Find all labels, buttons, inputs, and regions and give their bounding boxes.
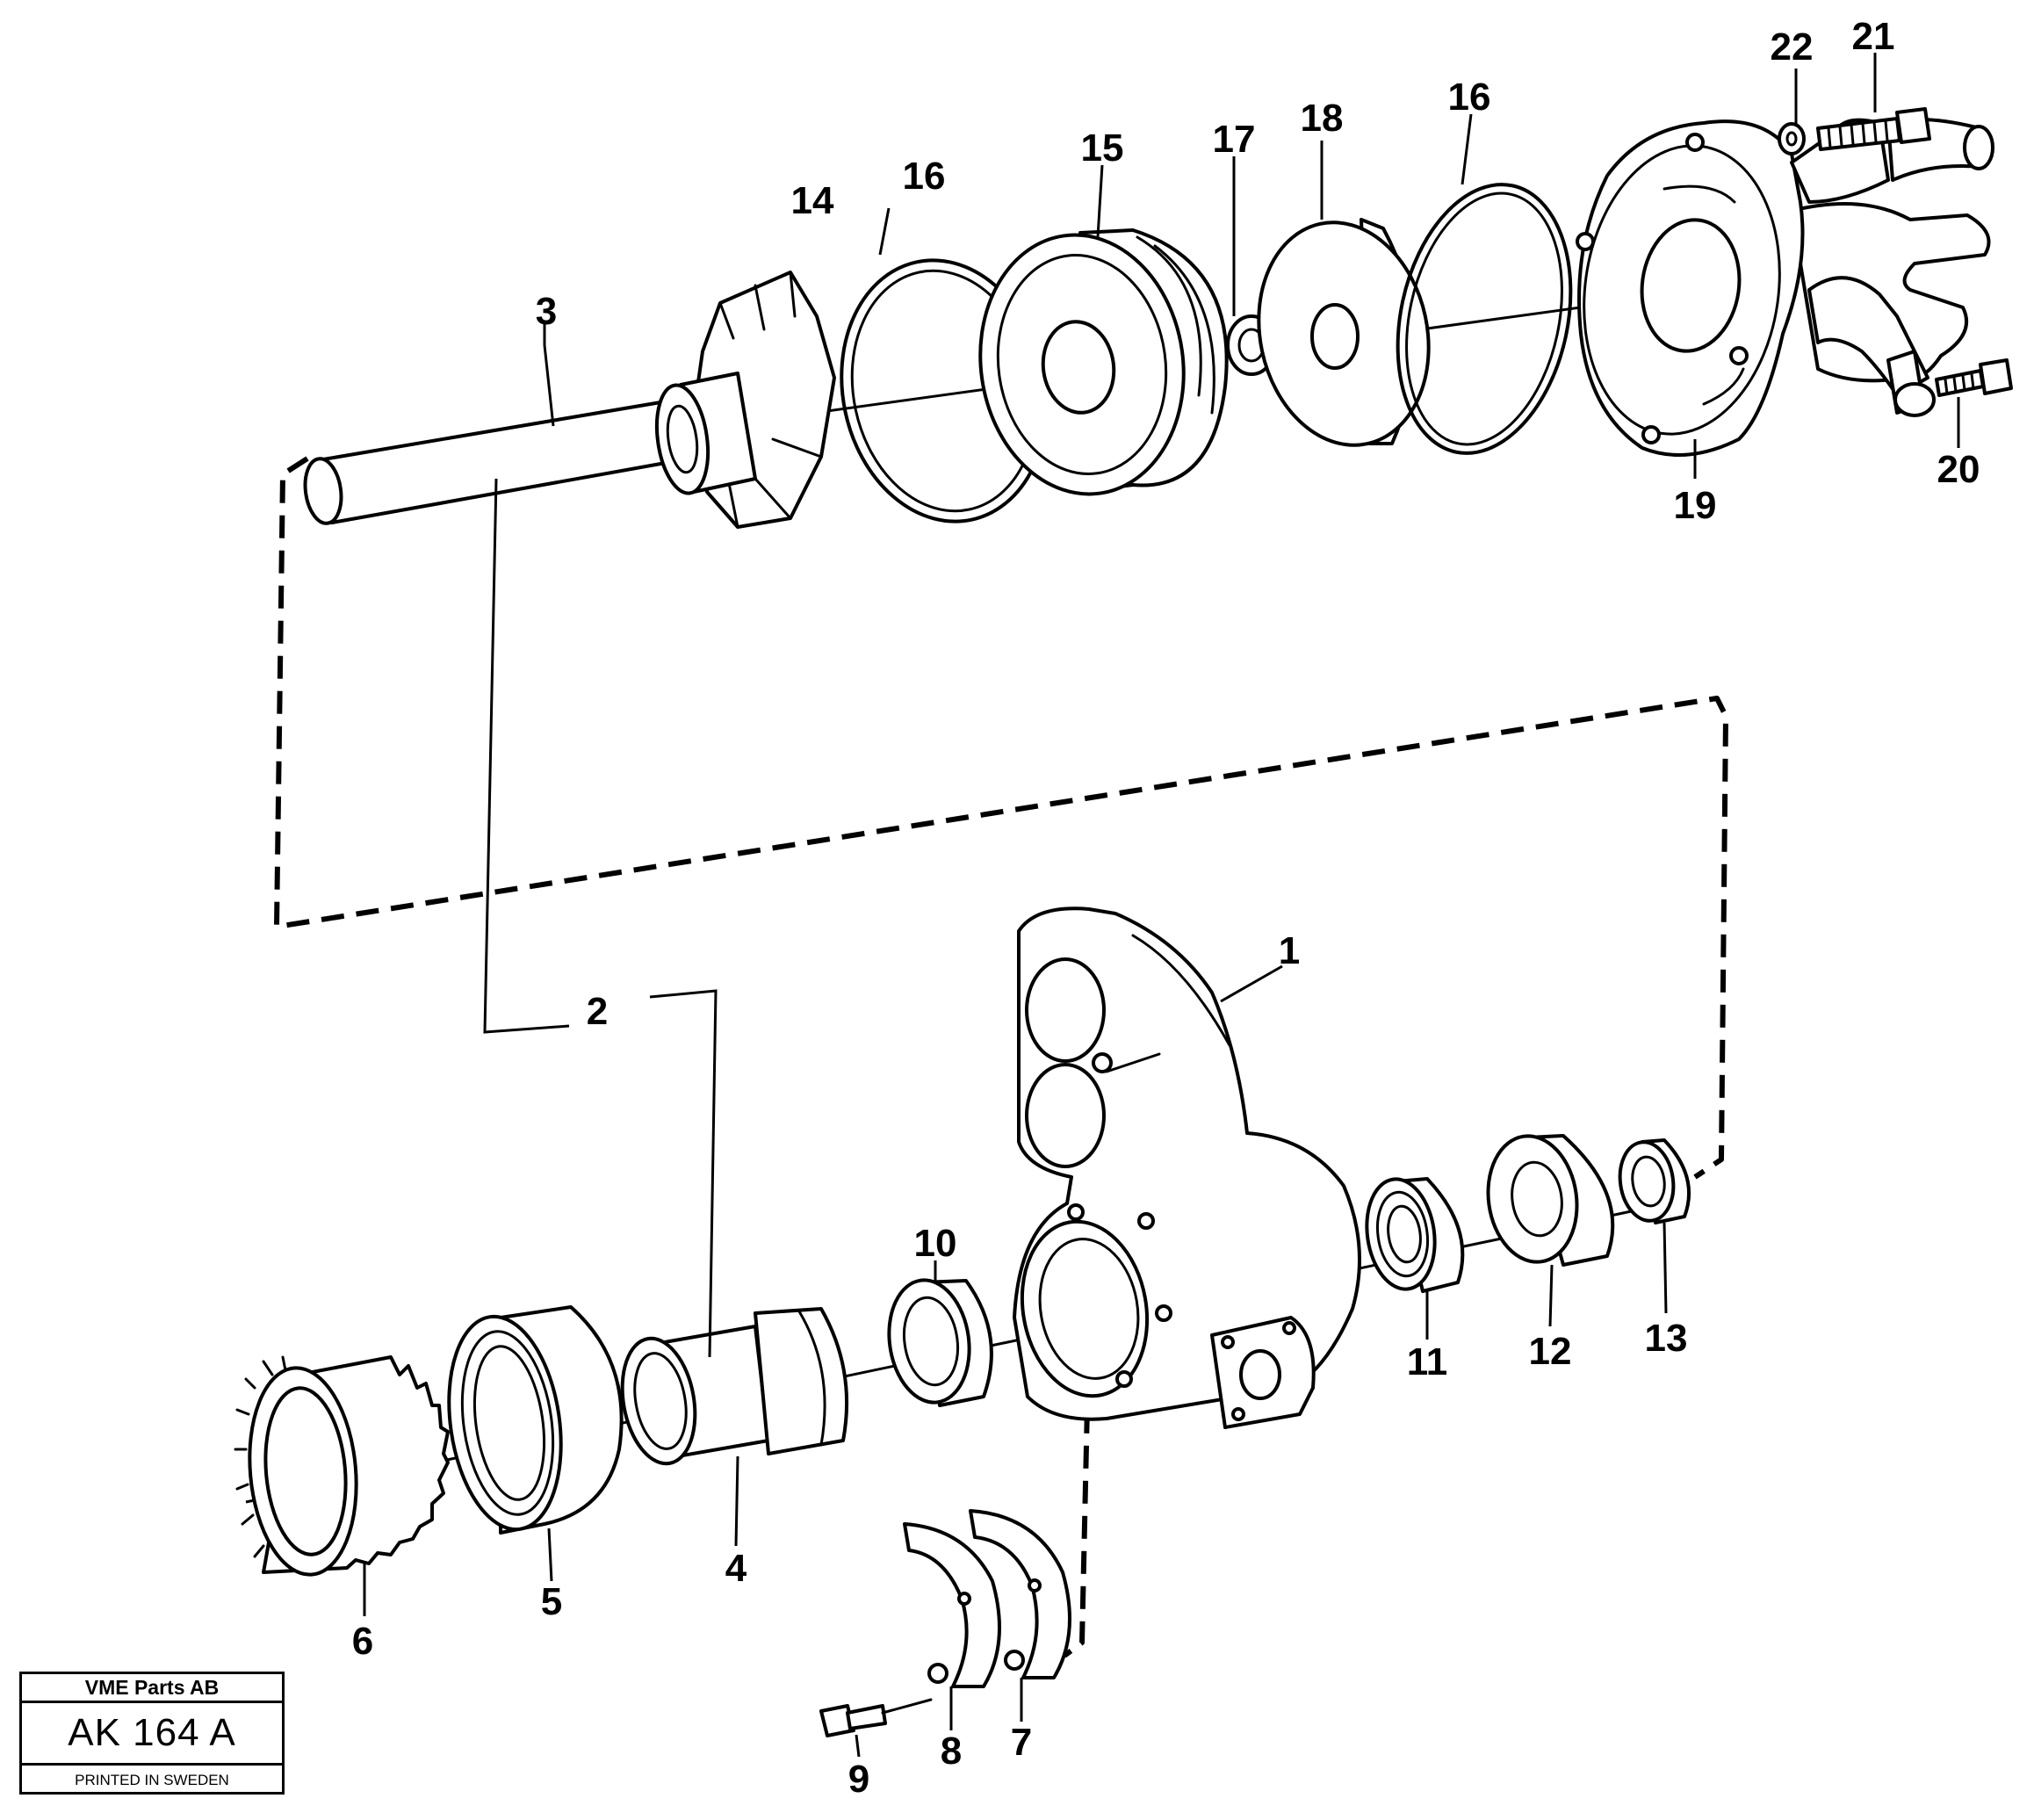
part-9-bolt [819,1698,933,1737]
callout-22: 22 [1771,25,1814,69]
part-7-bracket-half [969,1509,1071,1679]
part-8-bracket-half [903,1522,1001,1688]
dashed-link-left [274,456,1728,1180]
drawing-code: AK 164 A [22,1703,282,1766]
callout-10: 10 [914,1222,957,1265]
part-19-pump-cover [1576,118,1994,457]
leader-lines [363,53,1960,1758]
callout-7: 7 [1011,1721,1032,1764]
title-block: VME Parts AB AK 164 A PRINTED IN SWEDEN [19,1672,285,1795]
callout-16-right: 16 [1448,76,1491,119]
callout-3: 3 [536,290,557,333]
callout-20: 20 [1937,448,1980,491]
callout-12: 12 [1529,1330,1572,1373]
callout-6: 6 [352,1620,373,1663]
callout-21: 21 [1852,15,1895,58]
part-15-seal-housing [978,228,1229,496]
callout-14: 14 [791,179,834,222]
part-4-sleeve [620,1307,849,1466]
callout-numbers: 1 2 3 4 5 6 7 8 9 10 11 12 13 14 15 16 1… [352,15,1980,1801]
part-10-ring [887,1278,993,1407]
callout-4: 4 [725,1547,747,1590]
part-13-ring [1618,1138,1691,1224]
callout-8: 8 [941,1730,962,1773]
part-5-bearing [447,1305,624,1535]
callout-5: 5 [541,1580,562,1623]
callout-18: 18 [1301,97,1344,140]
callout-13: 13 [1645,1317,1688,1360]
part-16-o-ring-right [1396,183,1573,455]
part-3-shaft [303,398,687,525]
callout-17: 17 [1213,118,1256,161]
callout-9: 9 [848,1758,869,1801]
part-6-gear [234,1355,450,1577]
company-name: VME Parts AB [22,1674,282,1703]
part-12-seal [1486,1134,1615,1267]
part-21-bolt [1816,107,1931,151]
callout-16-left: 16 [903,155,946,198]
part-20-bolt [1935,358,2013,397]
part-14-impeller [654,271,836,529]
printed-note: PRINTED IN SWEDEN [75,1772,229,1788]
callout-15: 15 [1081,126,1124,170]
part-1-housing [1013,906,1361,1429]
part-22-washer [1778,122,1806,155]
part-11-bearing [1365,1177,1465,1293]
callout-19: 19 [1674,484,1717,527]
callout-1: 1 [1279,929,1300,972]
callout-2: 2 [587,990,608,1033]
callout-11: 11 [1407,1340,1448,1383]
